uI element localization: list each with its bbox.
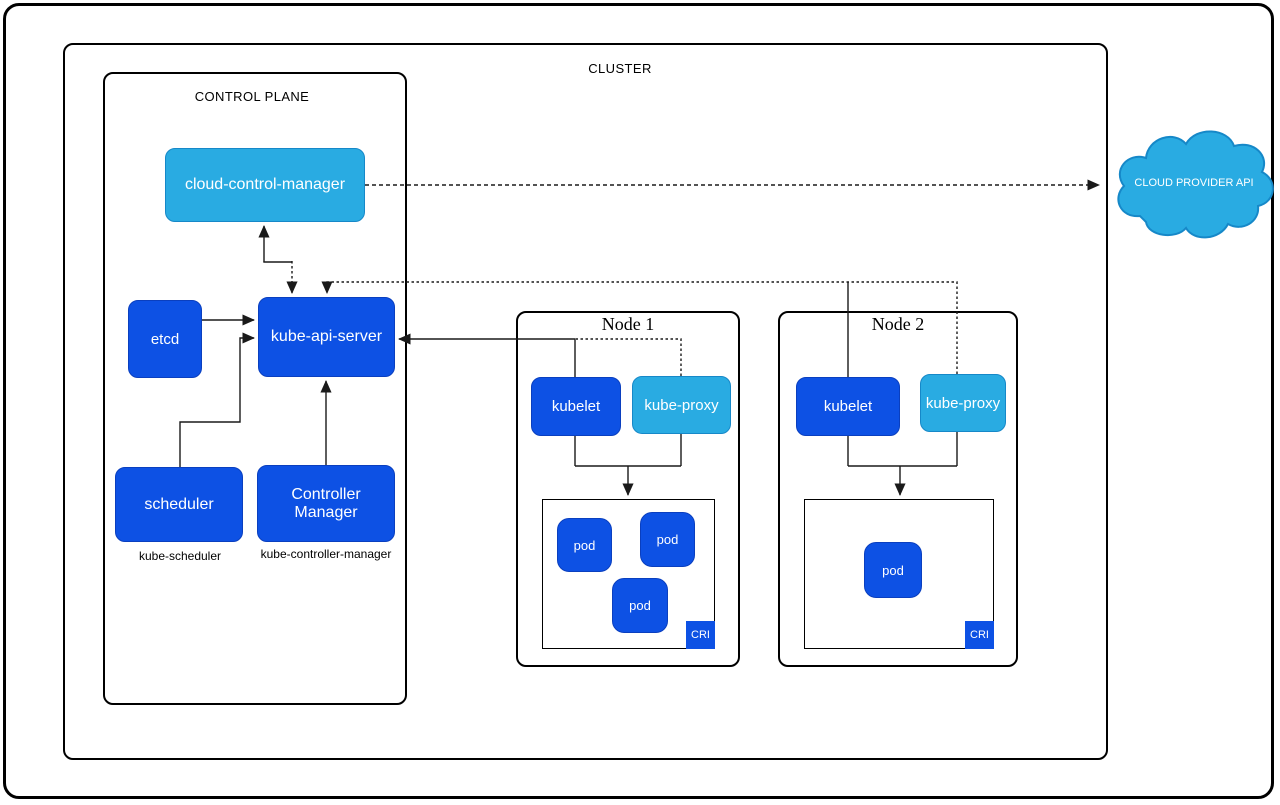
- kube-api-server-box: kube-api-server: [258, 297, 395, 377]
- node-1-pod: pod: [640, 512, 695, 567]
- cluster-box: [63, 43, 1108, 760]
- node-1-kube-proxy-box: kube-proxy: [632, 376, 731, 434]
- node-2-pod: pod: [864, 542, 922, 598]
- cloud-control-manager-box: cloud-control-manager: [165, 148, 365, 222]
- cluster-label: CLUSTER: [588, 61, 652, 76]
- node-2-title: Node 2: [871, 314, 925, 334]
- scheduler-box: scheduler: [115, 467, 243, 542]
- controller-manager-box: Controller Manager: [257, 465, 395, 542]
- outer-border: [3, 3, 1274, 799]
- node-2-cri-container: [804, 499, 994, 649]
- node-1-pod: pod: [612, 578, 668, 633]
- node-2-kubelet-box: kubelet: [796, 377, 900, 436]
- node-1-cri-container: [542, 499, 715, 649]
- cloud-icon: [1117, 130, 1274, 239]
- node-1-pod: pod: [557, 518, 612, 572]
- control-plane-box: [103, 72, 407, 705]
- controller-manager-caption: kube-controller-manager: [260, 547, 392, 561]
- node-2-cri-badge: CRI: [965, 621, 994, 649]
- node-1-cri-badge: CRI: [686, 621, 715, 649]
- scheduler-caption: kube-scheduler: [138, 549, 222, 563]
- cloud-provider-label: CLOUD PROVIDER API: [1134, 177, 1254, 189]
- node-1-title: Node 1: [601, 314, 655, 334]
- node-2-kube-proxy-box: kube-proxy: [920, 374, 1006, 432]
- node-1-kubelet-box: kubelet: [531, 377, 621, 436]
- control-plane-label: CONTROL PLANE: [194, 89, 310, 104]
- etcd-box: etcd: [128, 300, 202, 378]
